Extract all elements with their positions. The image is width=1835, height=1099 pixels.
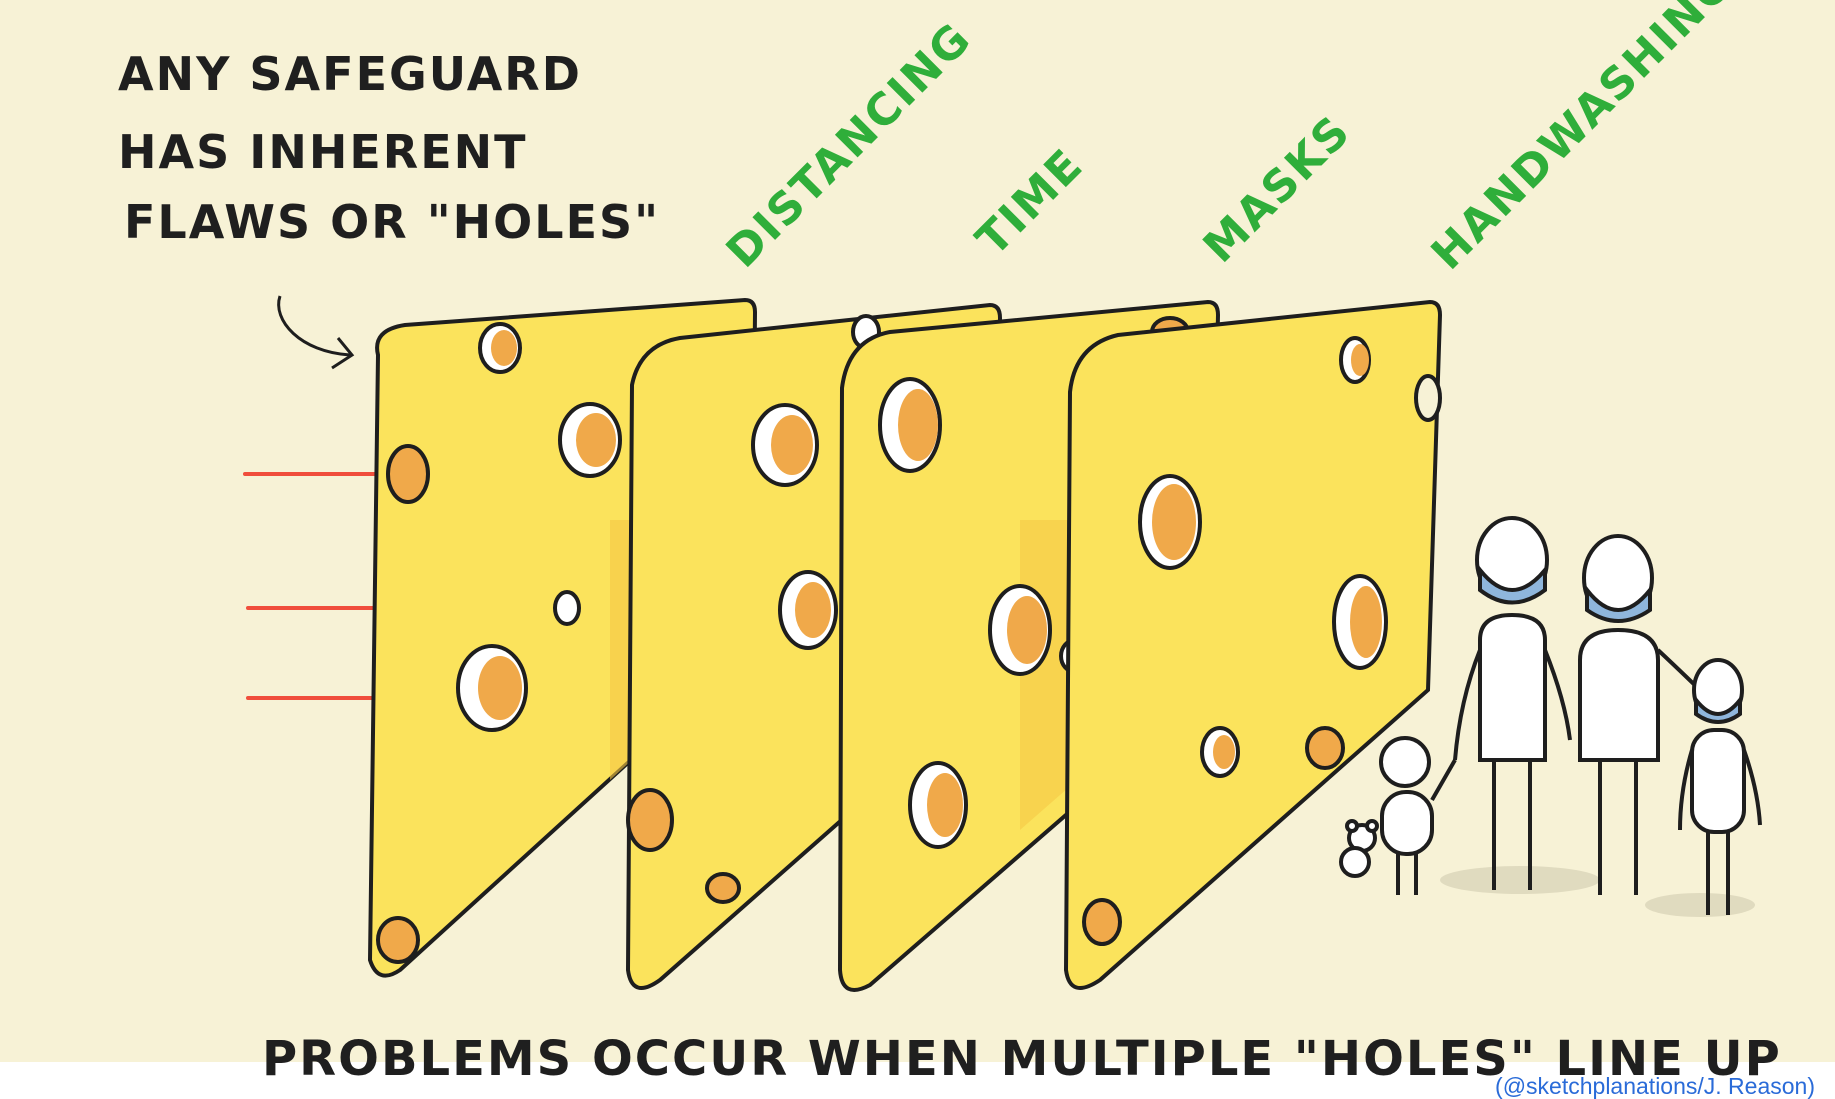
older-child-figure <box>1678 658 1762 915</box>
bottom-caption: PROBLEMS OCCUR WHEN MULTIPLE "HOLES" LIN… <box>262 1031 1782 1087</box>
teddy-bear-icon <box>1339 819 1379 878</box>
credit-text: (@sketchplanations/J. Reason) <box>1495 1073 1815 1099</box>
curved-arrow-head <box>331 337 355 370</box>
family-figures <box>1339 516 1762 917</box>
note-line-3: FLAWS OR "HOLES" <box>124 195 660 249</box>
note-line-2: HAS INHERENT <box>118 125 528 179</box>
slice-2-holes <box>553 314 881 904</box>
small-child-figure <box>1339 736 1457 895</box>
note-line-1: ANY SAFEGUARD <box>118 47 582 101</box>
slice-1-holes <box>376 322 622 964</box>
slice-4-holes <box>1082 336 1442 946</box>
adult-figure-1 <box>1453 516 1572 890</box>
curved-arrow-icon <box>277 295 351 357</box>
cheese-slice-4 <box>1063 299 1443 990</box>
explanatory-note: ANY SAFEGUARD HAS INHERENT FLAWS OR "HOL… <box>118 47 660 249</box>
bottom-strip <box>0 1062 1835 1099</box>
slice-3-holes <box>878 316 1190 849</box>
